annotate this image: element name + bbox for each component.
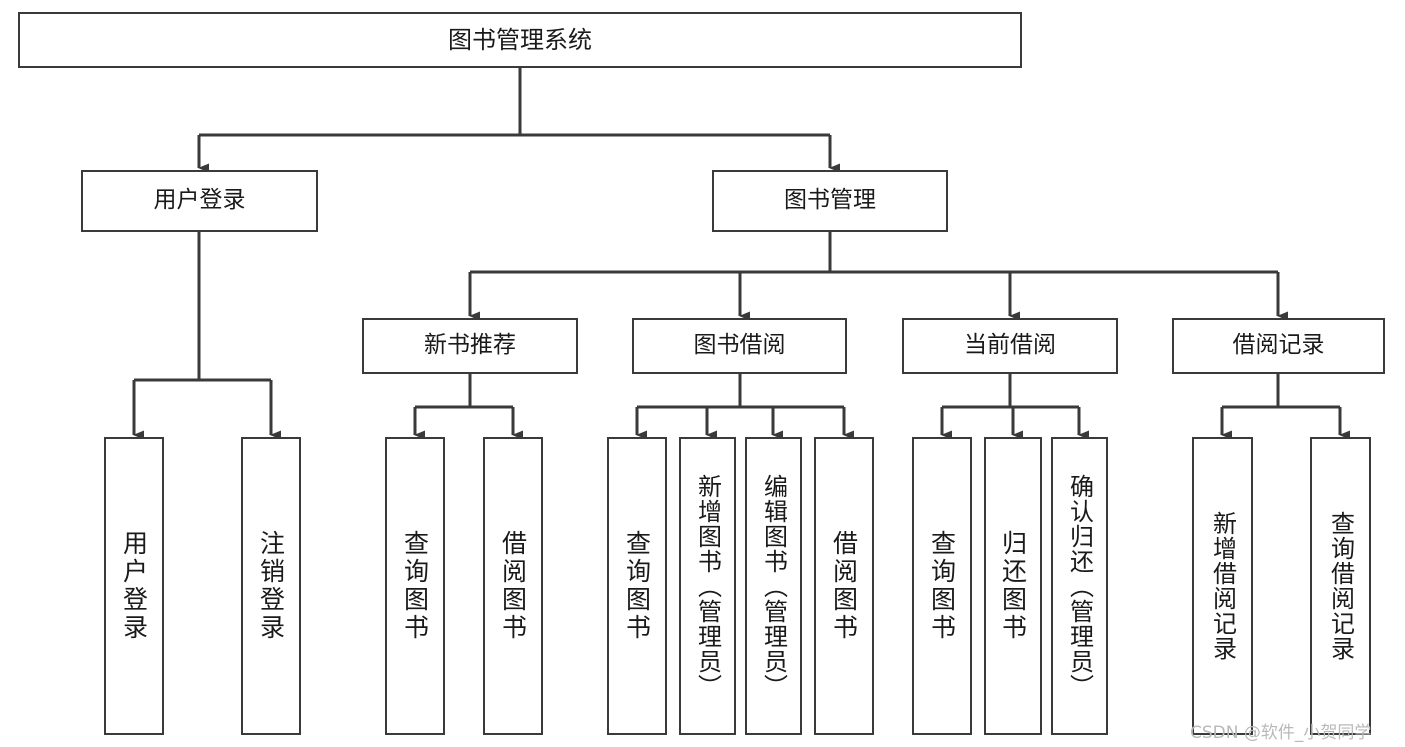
node-current-borrow[interactable]: 当前借阅 bbox=[902, 318, 1118, 374]
node-label: 确认归还（管理员） bbox=[1065, 473, 1094, 699]
node-root-system[interactable]: 图书管理系统 bbox=[18, 12, 1022, 68]
node-label: 新增借阅记录 bbox=[1208, 511, 1237, 661]
node-borrow-record[interactable]: 借阅记录 bbox=[1172, 318, 1385, 374]
node-leaf-query-book-3[interactable]: 查询图书 bbox=[912, 437, 972, 735]
node-label: 当前借阅 bbox=[964, 332, 1056, 359]
node-label: 编辑图书（管理员） bbox=[759, 473, 788, 699]
node-leaf-borrow-book-2[interactable]: 借阅图书 bbox=[814, 437, 874, 735]
node-leaf-edit-book-admin[interactable]: 编辑图书（管理员） bbox=[745, 437, 802, 735]
node-leaf-query-book-1[interactable]: 查询图书 bbox=[385, 437, 445, 735]
node-label: 新增图书（管理员） bbox=[693, 473, 722, 699]
node-leaf-confirm-return-admin[interactable]: 确认归还（管理员） bbox=[1051, 437, 1108, 735]
node-leaf-return-book[interactable]: 归还图书 bbox=[984, 437, 1042, 735]
node-label: 借阅图书 bbox=[498, 530, 528, 642]
node-label: 用户登录 bbox=[119, 530, 149, 642]
node-leaf-add-book-admin[interactable]: 新增图书（管理员） bbox=[679, 437, 736, 735]
node-book-borrow[interactable]: 图书借阅 bbox=[632, 318, 847, 374]
node-label: 图书借阅 bbox=[693, 332, 786, 359]
node-label: 归还图书 bbox=[998, 530, 1028, 642]
node-label: 注销登录 bbox=[256, 530, 286, 642]
node-leaf-query-book-2[interactable]: 查询图书 bbox=[607, 437, 667, 735]
node-label: 借阅记录 bbox=[1232, 332, 1325, 359]
node-user-login[interactable]: 用户登录 bbox=[81, 170, 318, 232]
node-leaf-add-borrow-record[interactable]: 新增借阅记录 bbox=[1192, 437, 1253, 735]
node-leaf-query-borrow-record[interactable]: 查询借阅记录 bbox=[1310, 437, 1371, 735]
csdn-watermark: CSDN @软件_小贺同学 bbox=[1190, 723, 1372, 743]
node-label: 查询图书 bbox=[400, 530, 430, 642]
node-label: 新书推荐 bbox=[424, 332, 516, 359]
node-label: 查询借阅记录 bbox=[1326, 511, 1355, 661]
node-book-manage[interactable]: 图书管理 bbox=[712, 170, 948, 232]
node-leaf-borrow-book-1[interactable]: 借阅图书 bbox=[483, 437, 543, 735]
node-label: 查询图书 bbox=[927, 530, 957, 642]
node-label: 借阅图书 bbox=[829, 530, 859, 642]
node-leaf-user-login[interactable]: 用户登录 bbox=[104, 437, 164, 735]
node-leaf-logout[interactable]: 注销登录 bbox=[241, 437, 301, 735]
node-new-book-recommend[interactable]: 新书推荐 bbox=[362, 318, 578, 374]
node-label: 图书管理系统 bbox=[448, 25, 592, 54]
node-label: 图书管理 bbox=[784, 187, 876, 214]
node-label: 用户登录 bbox=[153, 187, 246, 214]
node-label: 查询图书 bbox=[622, 530, 652, 642]
